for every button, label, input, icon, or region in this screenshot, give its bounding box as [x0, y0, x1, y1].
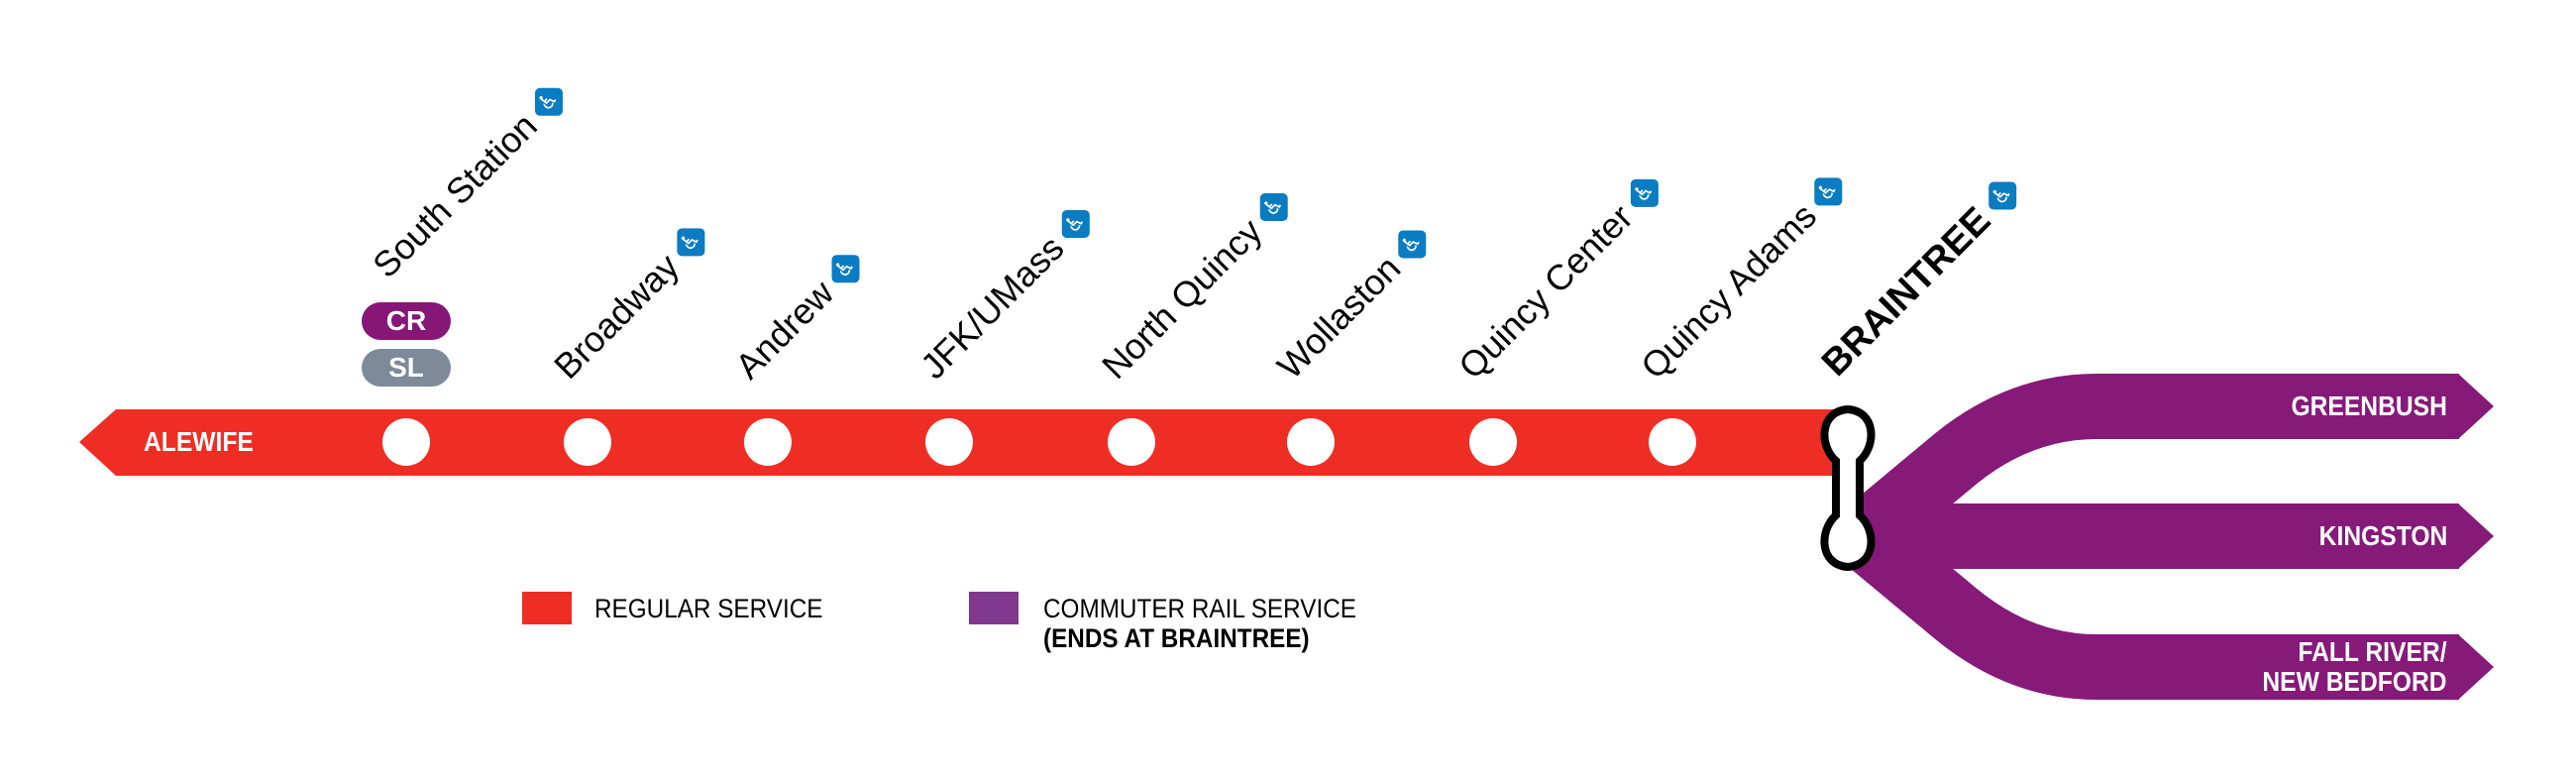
accessible-icon [535, 87, 564, 116]
fallriver-arrow [2458, 634, 2494, 700]
connection-badge-cr: CR [362, 302, 451, 340]
branch-fallriver-track [1841, 510, 2459, 700]
accessible-icon [1061, 209, 1090, 238]
station-dot-north-quincy[interactable] [1108, 418, 1155, 466]
branch-label-line2: NEW BEDFORD [2262, 666, 2447, 697]
legend-swatch-commuter [969, 592, 1019, 624]
station-dot-jfk-umass[interactable] [925, 418, 973, 466]
connection-badge-sl: SL [362, 349, 451, 387]
commuter-rail-branches [1841, 374, 2459, 700]
legend-swatch-regular [522, 592, 572, 624]
branch-label-greenbush: GREENBUSH [2291, 391, 2447, 421]
station-dots [382, 418, 1696, 466]
legend-label-commuter-note: (ENDS AT BRAINTREE) [1043, 623, 1310, 653]
accessible-icon [1259, 192, 1288, 221]
branch-label-line1: FALL RIVER/ [2298, 636, 2447, 667]
station-dot-quincy-adams[interactable] [1649, 418, 1696, 466]
station-dot-quincy-center[interactable] [1469, 418, 1517, 466]
terminus-alewife: ALEWIFE [144, 426, 254, 457]
kingston-arrow [2458, 503, 2494, 569]
braintree-transfer-marker[interactable] [1820, 404, 1876, 572]
accessible-icon [1630, 178, 1659, 207]
greenbush-arrow [2458, 374, 2494, 439]
legend-label-regular: REGULAR SERVICE [594, 594, 823, 623]
accessible-icon [1814, 177, 1843, 206]
accessible-icon [677, 228, 705, 257]
accessible-icon [1987, 181, 2016, 210]
accessible-icon [831, 255, 860, 283]
branch-label-fallriver: FALL RIVER/NEW BEDFORD [2263, 637, 2447, 697]
legend-label-commuter: COMMUTER RAIL SERVICE [1043, 594, 1356, 623]
branch-greenbush-track [1841, 374, 2459, 562]
station-dot-south-station[interactable] [382, 418, 430, 466]
station-dot-wollaston[interactable] [1287, 418, 1335, 466]
accessible-icon [1398, 230, 1427, 259]
station-dot-broadway[interactable] [564, 418, 611, 466]
station-dot-andrew[interactable] [744, 418, 792, 466]
branch-label-kingston: KINGSTON [2318, 520, 2447, 551]
